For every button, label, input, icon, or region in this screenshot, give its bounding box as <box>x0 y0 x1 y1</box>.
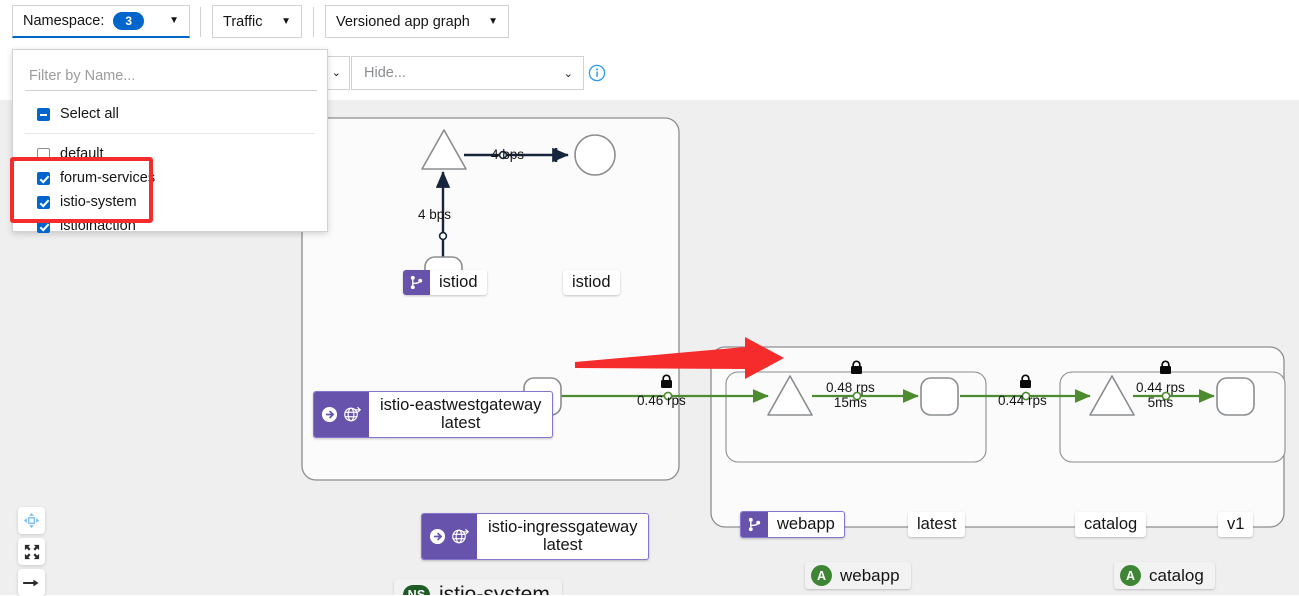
namespace-count-badge: 3 <box>113 12 145 30</box>
toolbar-divider <box>200 7 201 37</box>
dropdown-divider <box>25 133 315 134</box>
node-label-text: webapp <box>777 515 835 533</box>
node-label-webapp-workload[interactable]: latest <box>908 512 966 537</box>
chevron-down-icon: ▼ <box>281 15 291 27</box>
chevron-down-icon: ⌄ <box>563 67 573 80</box>
top-toolbar: Namespace: 3 ▼ Traffic ▼ Versioned app g… <box>0 0 1299 234</box>
edge-label-istiod: 4 bps <box>491 147 525 162</box>
namespace-option-label: istio-system <box>60 194 137 210</box>
select-all-row[interactable]: Select all <box>13 102 327 126</box>
graph-canvas[interactable]: istiod istiod istio-eastwestgateway late… <box>0 93 1299 595</box>
expand-icon <box>24 544 39 559</box>
node-label-text: v1 <box>1227 515 1245 533</box>
move-arrows-icon <box>23 512 40 529</box>
namespace-option-forum-services[interactable]: forum-services <box>13 166 327 190</box>
namespace-selector[interactable]: Namespace: 3 ▼ <box>12 5 190 38</box>
node-sublabel-text: latest <box>440 414 481 433</box>
namespace-checkbox[interactable] <box>37 171 50 185</box>
info-circle-icon[interactable] <box>588 64 606 82</box>
select-all-label: Select all <box>60 106 119 122</box>
chevron-down-icon: ▼ <box>169 15 179 26</box>
select-all-checkbox[interactable] <box>37 107 50 121</box>
fit-to-screen-button[interactable] <box>18 538 45 565</box>
namespace-option-istioinaction[interactable]: istioinaction <box>13 214 327 238</box>
node-label-text: latest <box>917 515 957 533</box>
namespace-option-default[interactable]: default <box>13 142 327 166</box>
namespace-dropdown-panel[interactable]: Select all default forum-services istio-… <box>12 49 328 234</box>
node-label-text: istio-ingressgateway <box>488 518 638 536</box>
hide-selector[interactable]: Hide... ⌄ <box>351 56 584 90</box>
graph-type-selector[interactable]: Versioned app graph ▼ <box>325 5 509 38</box>
app-badge-icon: A <box>1120 565 1141 586</box>
traffic-selector[interactable]: Traffic ▼ <box>212 5 302 38</box>
chevron-down-icon: ▼ <box>488 15 498 27</box>
chevron-down-icon: ⌄ <box>331 66 341 79</box>
node-label-istio-eastwestgateway[interactable]: istio-eastwestgateway latest <box>313 391 554 438</box>
app-chip-label: webapp <box>840 565 900 585</box>
toolbar-divider <box>313 7 314 37</box>
hide-input-placeholder: Hide... <box>364 65 406 81</box>
edge-label-eastwest-istiod: 4 bps <box>418 207 452 222</box>
node-label-istiod-app[interactable]: istiod <box>563 270 620 295</box>
namespace-chip-istio-system[interactable]: NS istio-system <box>394 579 562 595</box>
app-badge-icon: A <box>811 565 832 586</box>
app-chip-catalog[interactable]: A catalog <box>1114 562 1215 589</box>
node-label-text: istio-eastwestgateway <box>380 396 542 414</box>
namespace-option-label: istioinaction <box>60 218 136 234</box>
app-chip-webapp[interactable]: A webapp <box>805 562 911 589</box>
namespace-chip-label: istio-system <box>439 583 550 595</box>
traffic-selector-label: Traffic <box>223 13 263 30</box>
app-chip-label: catalog <box>1149 565 1204 585</box>
namespace-badge-icon: NS <box>403 585 430 595</box>
gateway-icon <box>422 514 477 559</box>
namespace-option-label: default <box>60 146 104 162</box>
node-label-text: istiod <box>572 273 611 291</box>
node-label-catalog-service[interactable]: catalog <box>1075 512 1147 537</box>
namespace-checkbox[interactable] <box>37 195 50 209</box>
node-label-catalog-workload[interactable]: v1 <box>1218 512 1254 537</box>
arrow-right-icon <box>23 579 39 586</box>
namespace-option-istio-system[interactable]: istio-system <box>13 190 327 214</box>
namespace-selector-label: Namespace: <box>23 13 105 29</box>
namespace-checkbox[interactable] <box>37 147 50 161</box>
node-label-text: catalog <box>1084 515 1138 533</box>
graph-svg <box>301 117 1286 528</box>
pan-tool-button[interactable] <box>18 507 45 534</box>
node-label-istiod-service[interactable]: istiod <box>403 270 487 295</box>
code-branch-icon <box>403 270 430 295</box>
namespace-checkbox[interactable] <box>37 219 50 233</box>
annotation-arrow <box>575 337 784 379</box>
node-label-text: istiod <box>439 273 478 291</box>
next-step-button[interactable] <box>18 569 45 596</box>
code-branch-icon <box>741 512 768 537</box>
edge-label-ingress-webapp: 0.46 rps <box>637 393 686 408</box>
node-sublabel-text: latest <box>543 536 583 555</box>
gateway-icon <box>314 392 369 437</box>
namespace-option-label: forum-services <box>60 170 156 186</box>
graph-type-label: Versioned app graph <box>336 13 470 30</box>
edge-label-latest-catalog: 0.44 rps <box>998 393 1047 408</box>
node-label-webapp-service[interactable]: webapp <box>740 511 845 538</box>
node-label-istio-ingressgateway[interactable]: istio-ingressgateway latest <box>421 513 650 560</box>
namespace-filter-input[interactable] <box>25 61 317 91</box>
